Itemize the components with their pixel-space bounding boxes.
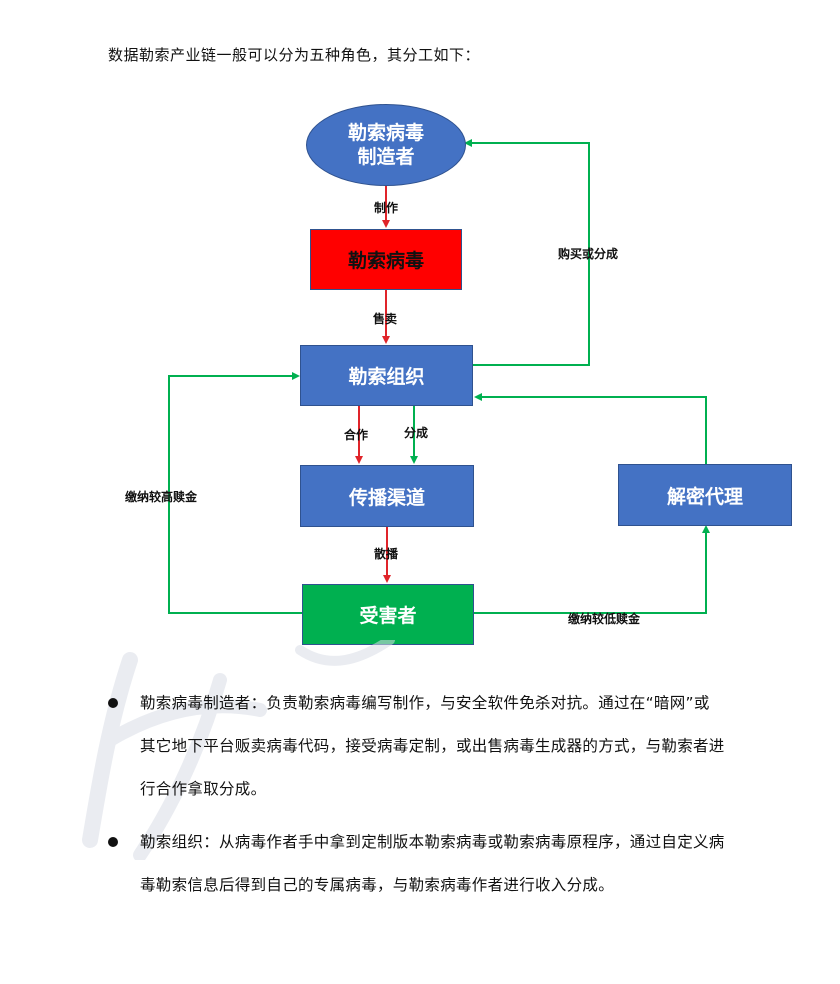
node-ransom-org: 勒索组织 xyxy=(300,345,473,406)
bullet-list: 勒索病毒制造者：负责勒索病毒编写制作，与安全软件免杀对抗。通过在“暗网”或 其它… xyxy=(108,682,788,917)
node-ransom-virus: 勒索病毒 xyxy=(310,229,462,290)
edge-decrypt-to-org xyxy=(474,393,707,464)
label-share: 分成 xyxy=(404,426,429,440)
edge-buy-or-share xyxy=(464,139,590,366)
bullet-item-org: 勒索组织：从病毒作者手中拿到定制版本勒索病毒或勒索病毒原程序，通过自定义病 毒勒… xyxy=(108,821,788,907)
node-spread-channel: 传播渠道 xyxy=(300,465,474,527)
watermark-logo xyxy=(82,640,395,860)
intro-text: 数据勒索产业链一般可以分为五种角色，其分工如下： xyxy=(108,46,481,64)
label-pay-high: 缴纳较高赎金 xyxy=(125,490,198,504)
node-virus-maker: 勒索病毒 制造者 xyxy=(306,104,466,186)
bullet-line: 勒索组织：从病毒作者手中拿到定制版本勒索病毒或勒索病毒原程序，通过自定义病 xyxy=(140,833,725,851)
label-spread: 散播 xyxy=(374,547,399,561)
label-buy-or-share: 购买或分成 xyxy=(558,247,619,261)
edge-pay-high xyxy=(168,372,302,614)
edge-pay-low xyxy=(474,525,710,614)
node-decrypt-agent: 解密代理 xyxy=(618,464,792,526)
label-sell: 售卖 xyxy=(373,312,398,326)
label-make: 制作 xyxy=(374,201,399,215)
bullet-item-maker: 勒索病毒制造者：负责勒索病毒编写制作，与安全软件免杀对抗。通过在“暗网”或 其它… xyxy=(108,682,788,811)
bullet-line: 勒索病毒制造者：负责勒索病毒编写制作，与安全软件免杀对抗。通过在“暗网”或 xyxy=(140,694,710,712)
bullet-dot-icon xyxy=(108,837,118,847)
bullet-line: 行合作拿取分成。 xyxy=(140,780,267,798)
bullet-line: 其它地下平台贩卖病毒代码，接受病毒定制，或出售病毒生成器的方式，与勒索者进 xyxy=(140,737,725,755)
bullet-dot-icon xyxy=(108,698,118,708)
label-pay-low: 缴纳较低赎金 xyxy=(568,612,641,626)
bullet-line: 毒勒索信息后得到自己的专属病毒，与勒索病毒作者进行收入分成。 xyxy=(140,876,615,894)
label-cooperate: 合作 xyxy=(344,428,369,442)
node-victim: 受害者 xyxy=(302,584,474,645)
